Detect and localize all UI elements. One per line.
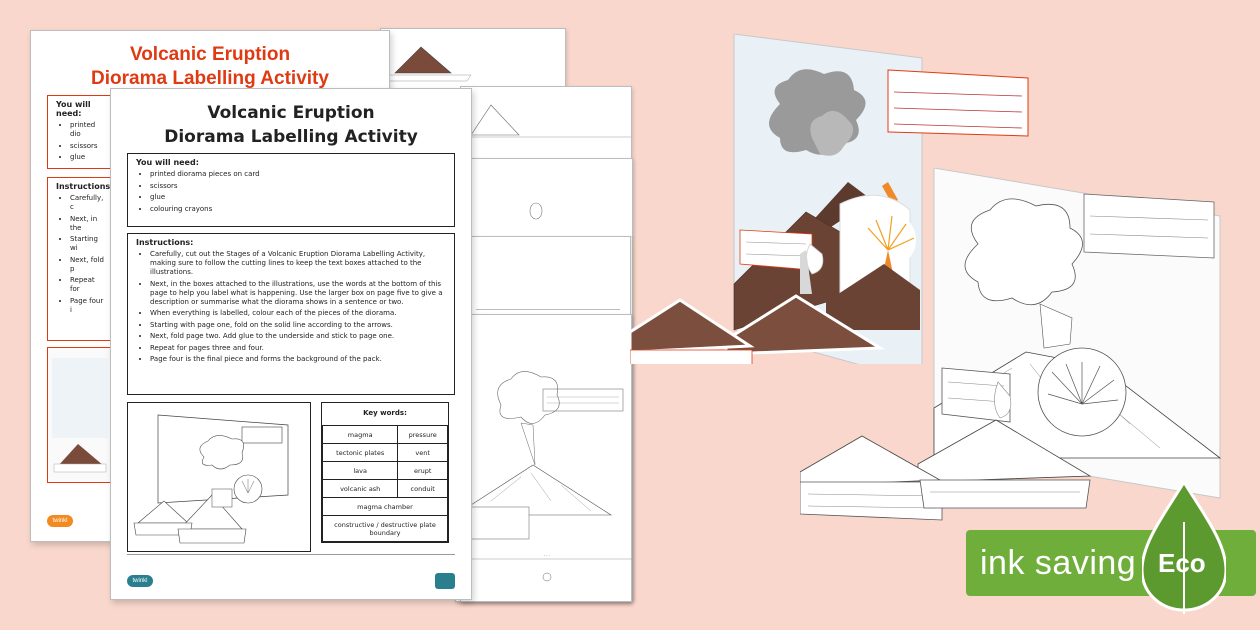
keyword-cell-wide: magma chamber (322, 497, 448, 516)
keyword-cell: volcanic ash (321, 479, 399, 498)
keyword-cell: pressure (397, 425, 448, 444)
footer-divider (127, 554, 455, 555)
volcano-illustration-small-top (380, 46, 472, 82)
title-line-2: Diorama Labelling Activity (164, 127, 418, 147)
instruction-sheet-ink-saving: Volcanic Eruption Diorama Labelling Acti… (110, 88, 472, 600)
instruction-item: Carefully, c (70, 194, 104, 212)
diorama-page-5: · · · (460, 314, 633, 602)
svg-text:· · ·: · · · (544, 553, 550, 558)
keyword-cell: lava (321, 461, 399, 480)
keyword-cell: magma (321, 425, 399, 444)
volcano-outline-icon (461, 104, 631, 138)
instruction-item: Next, in the boxes attached to the illus… (150, 280, 446, 307)
instruction-item: Carefully, cut out the Stages of a Volca… (150, 250, 446, 277)
need-item: glue (70, 153, 104, 162)
you-will-need-box: You will need: printed diorama pieces on… (127, 153, 455, 227)
keyword-cell: erupt (397, 461, 448, 480)
key-words-heading: Key words: (363, 409, 407, 417)
instructions-heading: Instructions: (56, 182, 114, 191)
instruction-item: Repeat for pages three and four. (150, 344, 446, 353)
you-will-need-box: You will need: printed dio scissors glue (47, 95, 113, 169)
twinkl-badge-icon (435, 573, 455, 589)
key-words-table: Key words: magma pressure tectonic plate… (321, 402, 449, 543)
ink-saving-diorama-illustration (800, 168, 1222, 521)
need-heading: You will need: (56, 100, 91, 118)
instruction-item: Next, fold page two. Add glue to the und… (150, 332, 446, 341)
instruction-item: Page four i (70, 297, 104, 315)
need-item: printed diorama pieces on card (150, 170, 446, 179)
title-line-2: Diorama Labelling Activity (91, 68, 329, 89)
keyword-cell: conduit (397, 479, 448, 498)
title-line-1: Volcanic Eruption (129, 44, 291, 65)
eco-label: Eco (1158, 548, 1206, 578)
sheet-title: Volcanic Eruption Diorama Labelling Acti… (111, 101, 471, 149)
instruction-item: Next, in the (70, 215, 104, 233)
instructions-box: Instructions: Carefully, c Next, in the … (47, 177, 113, 341)
need-item: scissors (70, 142, 104, 151)
volcano-background-illustration: · · · (461, 371, 633, 582)
instruction-item: When everything is labelled, colour each… (150, 309, 446, 318)
instruction-item: Next, fold p (70, 256, 104, 274)
keyword-cell: tectonic plates (321, 443, 399, 462)
twinkl-logo: twinkl (127, 575, 153, 587)
twinkl-logo: twinkl (47, 515, 73, 527)
instruction-item: Starting with page one, fold on the soli… (150, 321, 446, 330)
instruction-item: Page four is the final piece and forms t… (150, 355, 446, 364)
sheet-title: Volcanic Eruption Diorama Labelling Acti… (31, 43, 389, 91)
need-item: glue (150, 193, 446, 202)
need-item: printed dio (70, 121, 104, 139)
eco-leaf-icon (1142, 482, 1226, 614)
instructions-box: Instructions: Carefully, cut out the Sta… (127, 233, 455, 395)
instructions-heading: Instructions: (136, 238, 194, 247)
diorama-photo-colour (47, 347, 113, 483)
need-heading: You will need: (136, 158, 199, 167)
keyword-cell-wide: constructive / destructive plate boundar… (322, 515, 448, 542)
ink-saving-label: ink saving (980, 544, 1137, 582)
need-item: colouring crayons (150, 205, 446, 214)
diorama-preview-image (127, 402, 311, 552)
instruction-item: Repeat for (70, 276, 104, 294)
need-item: scissors (150, 182, 446, 191)
instruction-item: Starting wi (70, 235, 104, 253)
colour-diorama-illustration (630, 34, 1029, 364)
title-line-1: Volcanic Eruption (207, 103, 375, 123)
keyword-cell: vent (397, 443, 448, 462)
